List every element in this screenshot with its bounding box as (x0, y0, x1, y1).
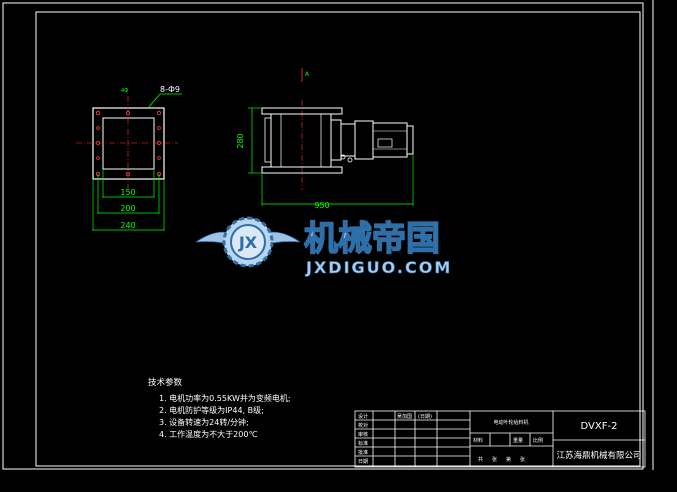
weight-label: 重量 (513, 437, 523, 444)
hole-callout: 8-Ф9 (160, 85, 180, 94)
gear-reducer (354, 120, 374, 160)
sheet-label: 共 (478, 456, 483, 463)
company-name: 江苏海鼎机械有限公司 (556, 450, 641, 461)
scale-label: 比例 (533, 437, 543, 444)
drawing-name: 电动叶轮给料机 (493, 419, 528, 426)
valve-body (270, 113, 332, 168)
watermark-title: 机械帝国 (304, 219, 440, 259)
sheet-label: 第 (506, 456, 511, 463)
dim-950: 950 (314, 201, 329, 210)
front-dimensions (92, 169, 165, 231)
side-dimensions (248, 107, 414, 206)
section-mark: A (305, 71, 310, 78)
top-label: 4Ф (121, 88, 129, 94)
material-label: 材料 (473, 437, 483, 444)
side-view: A 280 950 (236, 68, 414, 210)
dim-240: 240 (120, 221, 135, 230)
note-item: 1. 电机功率为0.55KW并为变频电机; (159, 393, 291, 403)
sheet-label: 张 (492, 456, 497, 463)
flange-inner (102, 117, 155, 170)
title-block-text: 设计 校对 审核 标准 批准 日期 吴加国 (日期) 电动叶轮给料机 材料 重量… (358, 413, 642, 465)
designer-note: (日期) (418, 414, 432, 420)
label-design: 设计 (358, 413, 368, 420)
watermark-logo: JX 机械帝国 JXDIGUO.COM (195, 216, 452, 277)
notes-heading: 技术参数 (148, 377, 183, 388)
watermark-url: JXDIGUO.COM (305, 258, 452, 277)
dim-280: 280 (236, 133, 245, 148)
note-item: 2. 电机防护等级为IP44, B级; (159, 405, 264, 415)
label-approve: 批准 (358, 449, 368, 456)
dim-150: 150 (120, 188, 135, 197)
emblem-letters: JX (238, 233, 258, 252)
sheet-label: 张 (520, 456, 525, 463)
designer-name: 吴加国 (397, 413, 412, 420)
note-item: 3. 设备转速为24转/分钟; (159, 417, 249, 427)
front-view: 8-Ф9 4Ф 150 200 240 (76, 85, 182, 231)
bolt-holes (95, 110, 162, 177)
label-check: 校对 (358, 422, 368, 429)
title-block (354, 410, 646, 468)
dim-200: 200 (120, 204, 135, 213)
drawing-number: DVXF-2 (581, 421, 618, 432)
label-standard: 标准 (358, 440, 368, 447)
label-review: 审核 (358, 431, 368, 438)
flange-outer (92, 107, 165, 180)
inner-border (35, 11, 641, 467)
tech-notes: 技术参数 1. 电机功率为0.55KW并为变频电机; 2. 电机防护等级为IP4… (148, 377, 291, 439)
note-item: 4. 工作温度为不大于200℃ (159, 429, 257, 439)
outer-border (2, 2, 644, 470)
label-date: 日期 (358, 459, 368, 465)
